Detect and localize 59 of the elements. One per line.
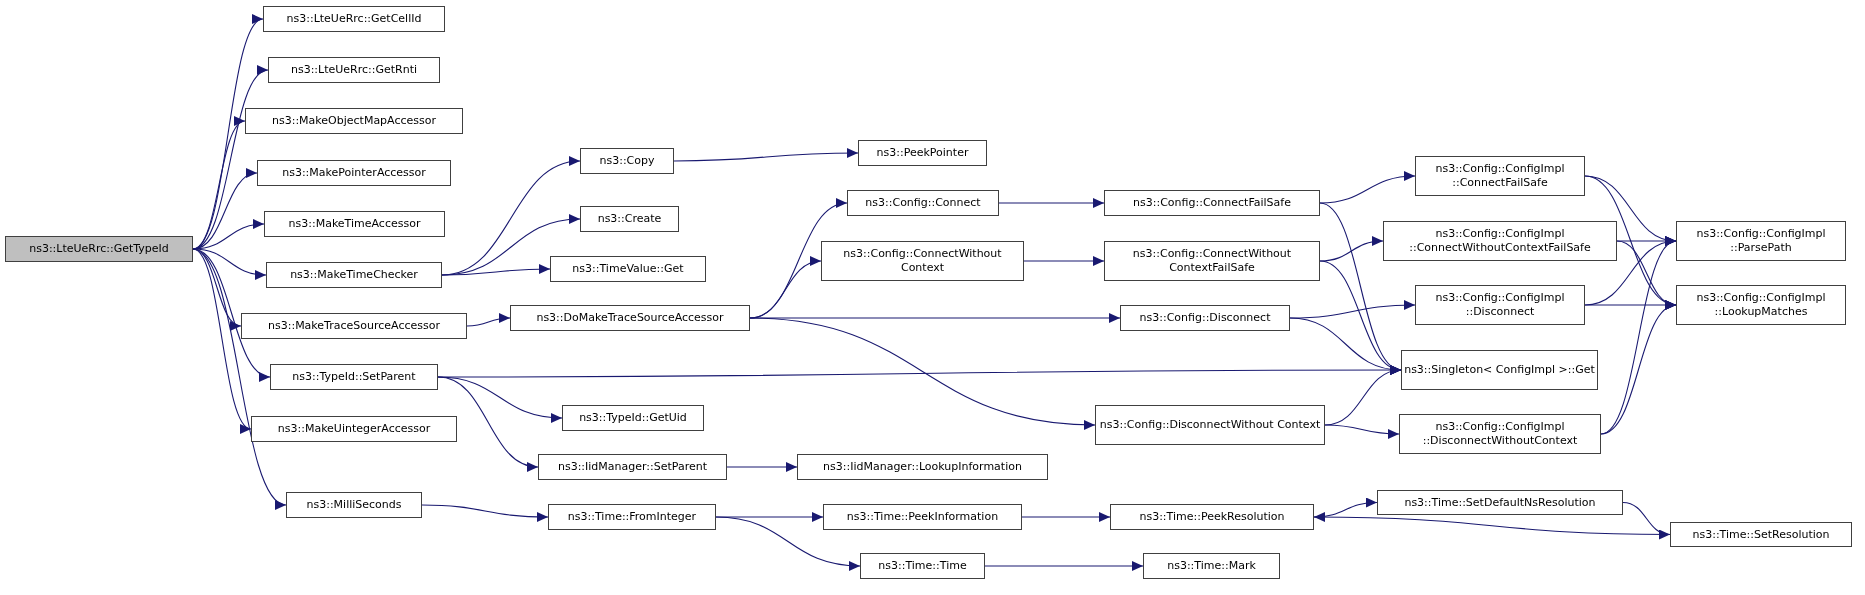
function-box: ns3::Time::SetResolution <box>1670 522 1852 547</box>
function-box: ns3::PeekPointer <box>858 140 987 166</box>
function-box: ns3::Config::ConfigImpl ::ConnectFailSafe <box>1415 156 1585 196</box>
function-box: ns3::MakePointerAccessor <box>257 160 451 186</box>
arrow <box>421 504 549 522</box>
function-box: ns3::Config::ConfigImpl ::Disconnect <box>1415 285 1585 325</box>
highlighted-function-box: ns3::LteUeRrc::GetTypeId <box>5 236 193 262</box>
arrow <box>437 376 563 423</box>
function-box: ns3::IidManager::SetParent <box>538 454 727 480</box>
function-box: ns3::TimeValue::Get <box>550 256 706 282</box>
function-box: ns3::Singleton< ConfigImpl >::Get <box>1401 350 1598 390</box>
function-box: ns3::Config::Connect <box>847 190 999 216</box>
function-box: ns3::DoMakeTraceSourceAccessor <box>510 305 750 331</box>
arrow <box>1023 256 1105 266</box>
function-box: ns3::Time::PeekResolution <box>1110 504 1314 530</box>
arrow <box>673 148 859 162</box>
function-box: ns3::Config::ConfigImpl ::ParsePath <box>1676 221 1846 261</box>
function-box: ns3::Time::Mark <box>1143 553 1280 579</box>
function-box: ns3::Config::ConfigImpl ::DisconnectWithoutContext <box>1399 414 1601 454</box>
function-box: ns3::Config::Disconnect <box>1120 305 1290 331</box>
arrow <box>1319 260 1402 373</box>
function-box: ns3::Config::ConnectFailSafe <box>1104 190 1320 216</box>
function-box: ns3::LteUeRrc::GetCellId <box>263 6 445 32</box>
function-box: ns3::MakeTimeChecker <box>266 262 442 288</box>
arrow <box>1021 512 1111 522</box>
arrow <box>984 561 1144 571</box>
arrow <box>715 512 824 522</box>
function-box: ns3::MakeObjectMapAccessor <box>245 108 463 134</box>
function-box: ns3::TypeId::SetParent <box>270 364 438 390</box>
arrow <box>1622 501 1671 539</box>
function-box: ns3::MakeUintegerAccessor <box>251 416 457 442</box>
arrow <box>715 516 861 571</box>
function-box: ns3::MakeTimeAccessor <box>264 211 445 237</box>
function-box: ns3::TypeId::GetUid <box>562 405 704 431</box>
arrow <box>1289 300 1416 319</box>
arrow <box>437 376 539 471</box>
arrow <box>1319 171 1416 204</box>
function-box: ns3::Time::FromInteger <box>548 504 716 530</box>
arrow <box>1324 424 1400 439</box>
arrow <box>726 462 798 472</box>
function-box: ns3::MilliSeconds <box>286 492 422 518</box>
arrow <box>441 264 551 276</box>
function-box: ns3::LteUeRrc::GetRnti <box>268 57 440 83</box>
arrow <box>749 317 1096 430</box>
arrow <box>998 198 1105 208</box>
function-box: ns3::Config::ConfigImpl ::LookupMatches <box>1676 285 1846 325</box>
function-box: ns3::Time::SetDefaultNsResolution <box>1377 490 1623 515</box>
function-box: ns3::Config::ConfigImpl ::ConnectWithoutContextFailSafe <box>1383 221 1617 261</box>
function-box: ns3::Config::ConnectWithout Context <box>821 241 1024 281</box>
function-box: ns3::Config::DisconnectWithout Context <box>1095 405 1325 445</box>
function-box: ns3::IidManager::LookupInformation <box>797 454 1048 480</box>
arrow <box>1319 236 1384 262</box>
function-box: ns3::Time::PeekInformation <box>823 504 1022 530</box>
function-box: ns3::Create <box>580 206 679 232</box>
function-box: ns3::Copy <box>580 148 674 174</box>
arrow <box>466 313 511 327</box>
function-box: ns3::MakeTraceSourceAccessor <box>241 313 467 339</box>
function-box: ns3::Time::Time <box>860 553 985 579</box>
function-box: ns3::Config::ConnectWithout ContextFailSafe <box>1104 241 1320 281</box>
